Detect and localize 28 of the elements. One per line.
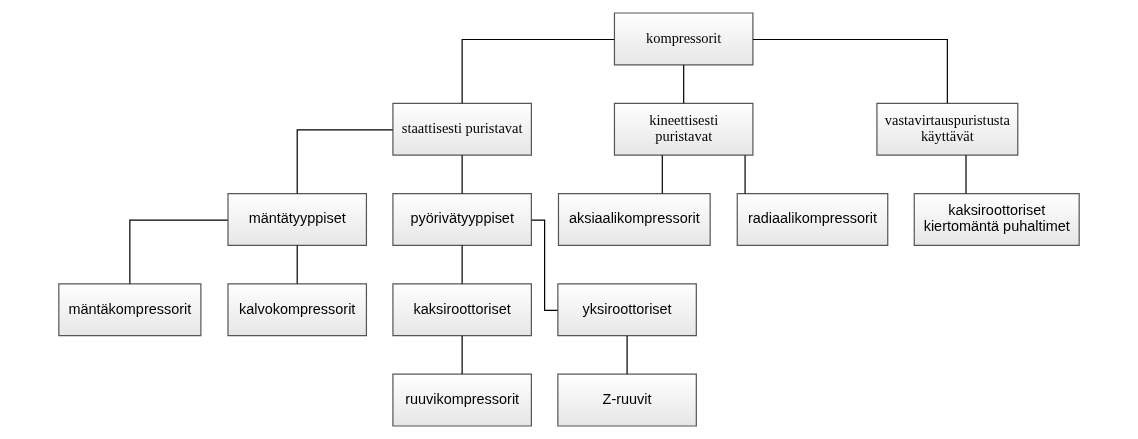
node-box: kaksiroottoriset kiertomäntä puhaltimet [913, 193, 1080, 246]
connector [683, 64, 685, 104]
connector [461, 335, 463, 375]
node-box: kineettisesti puristavat [613, 102, 754, 156]
connector [744, 154, 746, 195]
node-box: staattisesti puristavat [392, 102, 532, 156]
connector [965, 154, 967, 195]
connector [461, 154, 463, 195]
node-box: vastavirtauspuristusta käyttävät [876, 102, 1019, 156]
node-box: mäntäkompressorit [58, 283, 202, 337]
node-box: aksiaalikompressorit [557, 193, 711, 246]
connector [626, 335, 628, 375]
connector [296, 245, 298, 285]
node-box: mäntätyyppiset [227, 193, 368, 246]
node-box: kalvokompressorit [227, 283, 368, 337]
connector [296, 129, 394, 195]
node-box: Z-ruuvit [557, 373, 697, 427]
connector [461, 38, 615, 104]
node-box: ruuvikompressorit [392, 373, 532, 427]
connector [461, 245, 463, 285]
node-box: pyörivätyyppiset [392, 193, 532, 246]
node-box: kaksiroottoriset [392, 283, 532, 337]
node-box: radiaalikompressorit [736, 193, 889, 246]
node-box: kompressorit [613, 12, 754, 66]
connector [661, 154, 663, 195]
connector [129, 219, 229, 285]
connector [752, 38, 948, 104]
node-box: yksiroottoriset [557, 283, 697, 337]
